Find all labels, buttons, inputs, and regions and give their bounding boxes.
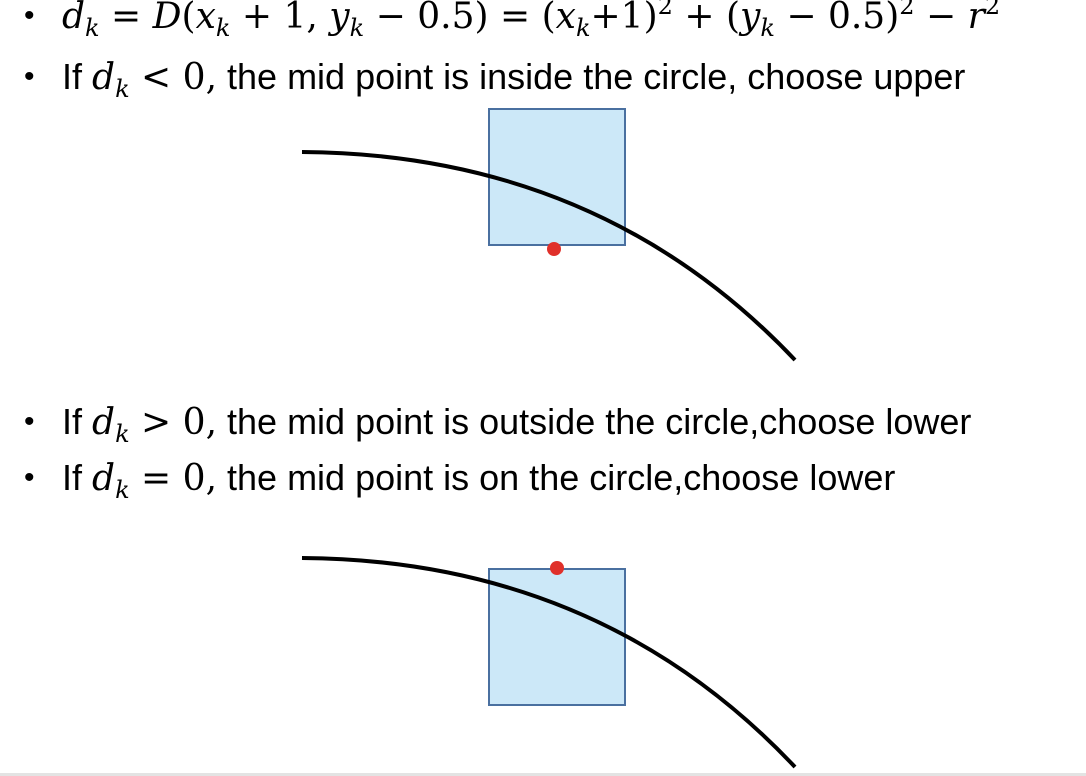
formula-minus-half-b: − 0.5) (774, 0, 900, 37)
formula-y: y (329, 0, 350, 37)
pixel-square (488, 108, 626, 246)
formula-plus: + ( (672, 0, 741, 37)
if-label: If (62, 401, 93, 442)
formula-minus: − (914, 0, 968, 37)
bullet-marker: • (24, 60, 35, 93)
formula-equals-2: = ( (488, 0, 556, 37)
outside-description: the mid point is outside the circle,choo… (217, 401, 972, 442)
formula-subscript-k: k (85, 14, 100, 42)
formula-square-1: 2 (657, 0, 673, 20)
bottom-divider (0, 773, 1086, 776)
formula-y-subscript: k (349, 14, 365, 42)
midpoint-dot (550, 561, 564, 575)
formula-y2-subscript: k (760, 14, 775, 42)
circle-arc (301, 150, 797, 362)
formula-r: r (967, 0, 985, 37)
condition-operator: > 0, (129, 402, 218, 443)
formula-plus-one: + 1, (230, 0, 330, 37)
condition-operator: = 0, (129, 458, 218, 499)
formula-close-paren: ) (474, 0, 489, 37)
formula-equals: = (99, 0, 153, 37)
formula-square-3: 2 (984, 0, 1001, 20)
formula-d: d (62, 0, 86, 37)
formula-x: x (195, 0, 216, 37)
formula-D: D (152, 0, 182, 37)
dk-symbol: dk (92, 57, 130, 103)
formula-x2-subscript: k (575, 14, 591, 42)
bullet-marker: • (24, 405, 35, 438)
diagram-inside (301, 108, 797, 362)
formula-y2: y (740, 0, 761, 37)
formula-square-2: 2 (899, 0, 915, 20)
formula-minus-half: − 0.5 (364, 0, 475, 37)
dk-formula: dk = D(xk + 1, yk − 0.5) = (xk+1)2 + (yk… (62, 0, 1001, 40)
diagram-outside (301, 556, 797, 769)
bullet-on: • If dk = 0, the mid point is on the circ… (24, 456, 896, 504)
formula-open-paren: ( (181, 0, 196, 37)
formula-x-subscript: k (215, 14, 231, 42)
condition-operator: < 0, (129, 57, 218, 98)
formula-line: •dk = D(xk + 1, yk − 0.5) = (xk+1)2 + (y… (24, 0, 1001, 40)
circle-arc (301, 556, 797, 769)
inside-description: the mid point is inside the circle, choo… (217, 56, 966, 97)
on-description: the mid point is on the circle,choose lo… (217, 457, 896, 498)
if-label: If (62, 457, 93, 498)
bullet-marker: • (24, 0, 35, 32)
midpoint-dot (547, 242, 561, 256)
dk-symbol: dk (92, 458, 130, 504)
dk-symbol: dk (92, 402, 130, 448)
formula-x2: x (555, 0, 576, 37)
bullet-outside: • If dk > 0, the mid point is outside the… (24, 400, 972, 448)
bullet-marker: • (24, 461, 35, 494)
formula-plus-one-b: +1) (590, 0, 658, 37)
bullet-inside: • If dk < 0, the mid point is inside the … (24, 55, 966, 103)
if-label: If (62, 56, 93, 97)
